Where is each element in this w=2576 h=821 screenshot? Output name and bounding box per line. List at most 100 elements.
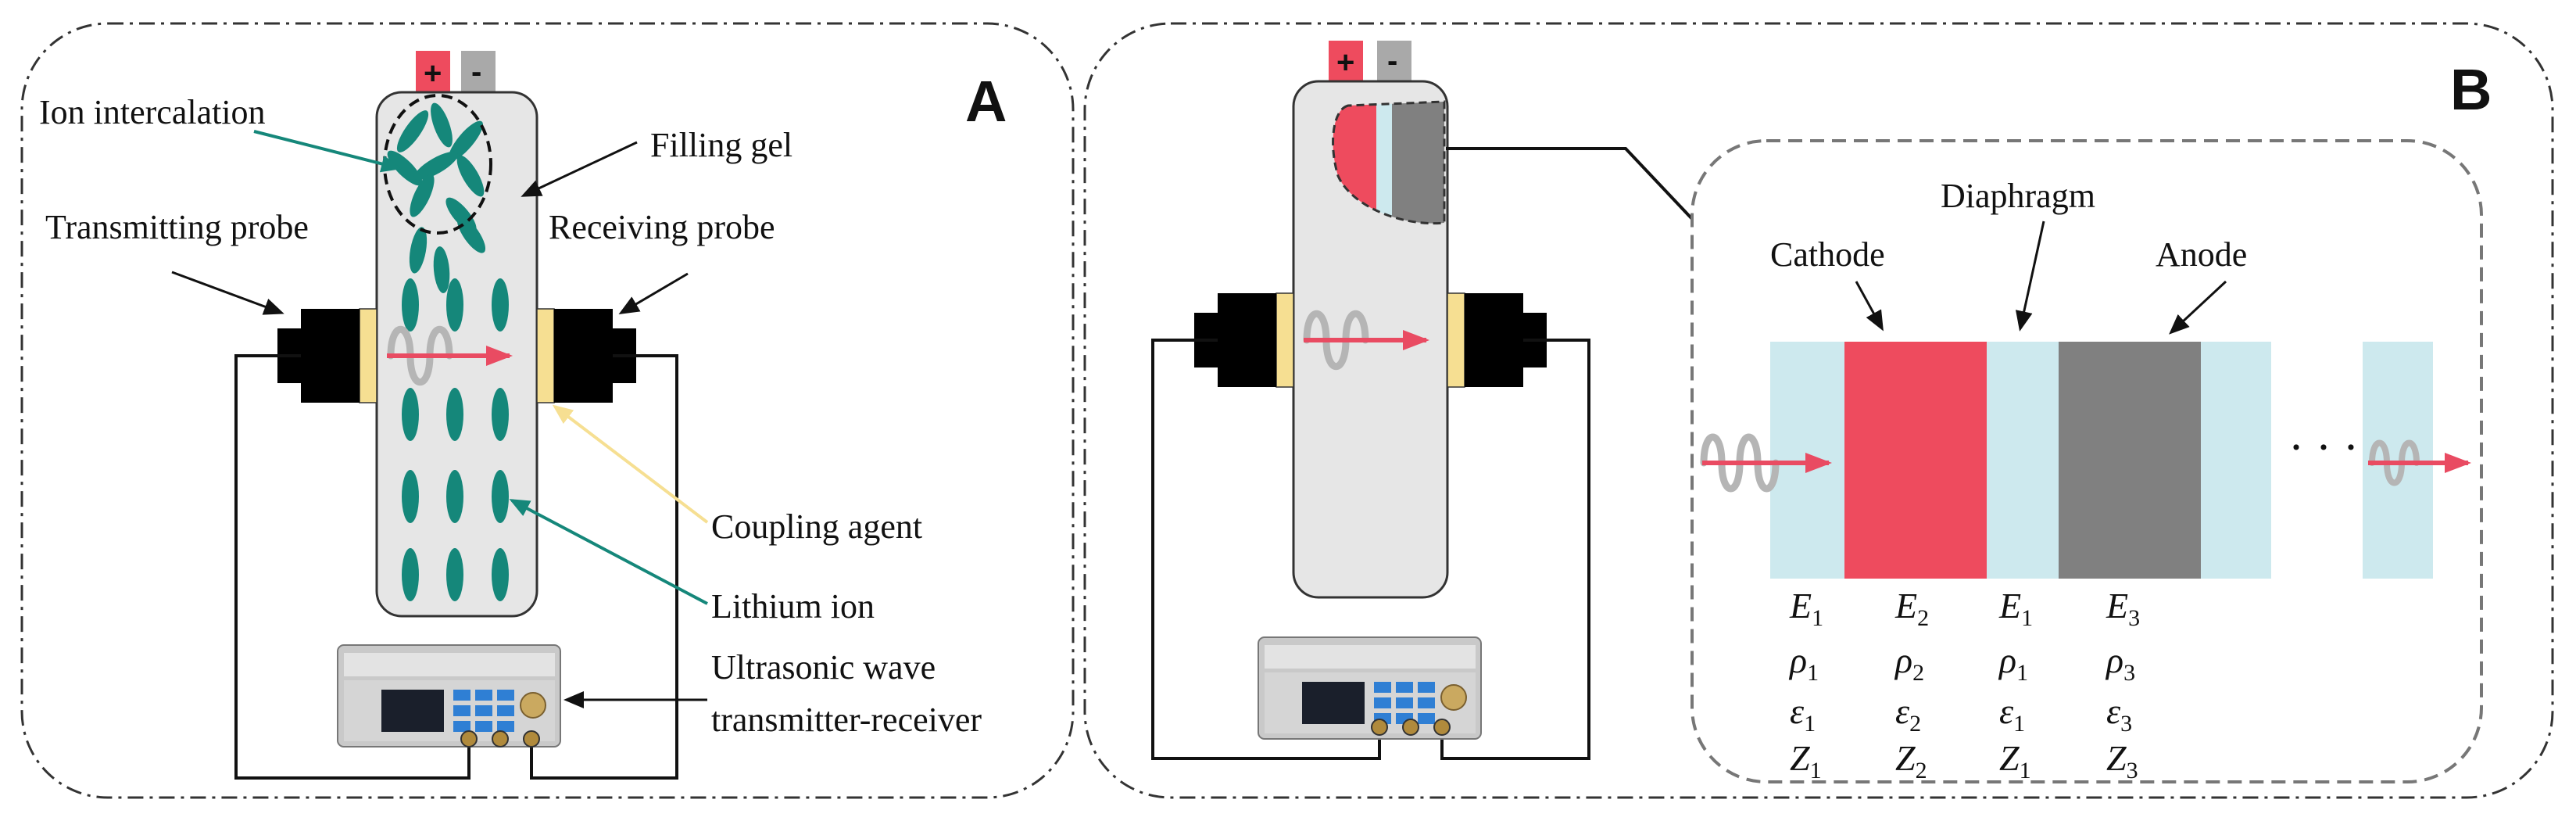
label-cathode: Cathode [1770, 235, 1885, 274]
coupling-agent-right [536, 308, 555, 403]
device-knob [520, 692, 546, 719]
leader-cathode [1855, 281, 1884, 332]
coupling-agent-left [1275, 292, 1294, 388]
device-port [1402, 719, 1419, 736]
battery-layers-cutout [1332, 100, 1446, 225]
panel-b: B + - [1083, 22, 2554, 799]
lithium-ion [449, 120, 483, 161]
leader-lithium-ion [509, 499, 708, 605]
param-e: E2 [1894, 586, 1929, 631]
layer-detail-box [1690, 139, 2483, 783]
lithium-ion [492, 278, 509, 332]
lithium-ion [431, 102, 453, 148]
ultrasonic-wave [1303, 310, 1369, 370]
lithium-ion [492, 388, 509, 441]
ultrasonic-device [337, 644, 561, 748]
anode-layer [2059, 342, 2201, 579]
receiving-probe [554, 309, 636, 403]
panel-a-border [20, 22, 1075, 799]
param-z: Z3 [2106, 738, 2138, 783]
device-keypad [453, 690, 514, 732]
device-knob [1440, 684, 1467, 711]
param-eps: ε2 [1895, 691, 1921, 737]
lithium-ion [456, 155, 485, 197]
leader-filling-gel [521, 141, 638, 197]
connection-wire [1151, 339, 1381, 760]
layer-continuation-ellipsis: · · · [2288, 421, 2359, 473]
negative-terminal [461, 51, 496, 91]
lithium-ion [402, 548, 419, 601]
coupling-agent-right [1447, 292, 1465, 388]
leader-diaphragm [2015, 220, 2045, 332]
layer-parameters: E1 ρ1 ε1 Z1 E2 ρ2 ε2 Z2 E1 ρ1 ε1 Z1 E3 ρ… [1788, 586, 2140, 783]
device-keypad [1374, 682, 1435, 724]
device-port [460, 730, 478, 748]
label-diaphragm: Diaphragm [1941, 177, 2095, 215]
lithium-ion [402, 278, 419, 332]
param-e: E1 [1998, 586, 2033, 631]
panel-b-border [1083, 22, 2554, 799]
connection-wire [1440, 339, 1590, 760]
param-z: Z1 [1790, 738, 1822, 783]
leader-coupling-agent [552, 404, 709, 524]
label-device-line1: Ultrasonic wave [711, 648, 936, 687]
connection-wire [530, 354, 678, 780]
leader-transmitting-probe [171, 271, 284, 315]
label-coupling-agent: Coupling agent [711, 507, 922, 546]
label-device-line2: transmitter-receiver [711, 701, 982, 739]
label-receiving-probe: Receiving probe [549, 208, 775, 246]
negative-terminal [1377, 41, 1411, 81]
leader-receiving-probe [618, 272, 689, 315]
label-ion-intercalation: Ion intercalation [39, 93, 266, 131]
lithium-ion [446, 388, 463, 441]
lithium-ion [446, 278, 463, 332]
negative-terminal-label: - [471, 55, 481, 89]
coupling-agent-left [359, 308, 377, 403]
lithium-ion [409, 227, 428, 274]
lithium-ion [433, 246, 450, 293]
separator-layer [1770, 342, 1844, 579]
leader-anode [2169, 280, 2227, 335]
param-eps: ε3 [2106, 691, 2132, 737]
device-port [1371, 719, 1388, 736]
label-filling-gel: Filling gel [650, 126, 792, 164]
device-screen [1302, 682, 1365, 724]
label-anode: Anode [2156, 235, 2247, 274]
panel-a: A + - [20, 22, 1075, 799]
panel-a-letter: A [965, 69, 1007, 134]
param-eps: ε1 [1790, 691, 1816, 737]
lithium-ion [492, 470, 509, 523]
positive-terminal [416, 51, 450, 91]
param-z: Z2 [1895, 738, 1927, 783]
label-lithium-ion: Lithium ion [711, 587, 875, 626]
lithium-ion [402, 388, 419, 441]
device-port [492, 730, 509, 748]
lithium-ion [446, 548, 463, 601]
zoom-connector [1446, 147, 1694, 220]
lithium-ion [446, 470, 463, 523]
lithium-ion-columns [402, 278, 509, 601]
device-port [523, 730, 540, 748]
lithium-ion [396, 110, 429, 152]
label-transmitting-probe: Transmitting probe [45, 208, 309, 246]
param-rho: ρ2 [1894, 640, 1924, 686]
cathode-layer [1844, 342, 1987, 579]
panel-b-letter: B [2450, 57, 2492, 122]
lithium-ion [456, 216, 486, 253]
positive-terminal-label: + [424, 56, 442, 91]
separator-layer [2201, 342, 2271, 579]
positive-terminal-label: + [1336, 45, 1354, 80]
ultrasonic-device [1258, 636, 1482, 740]
ultrasonic-wave [387, 326, 453, 385]
negative-terminal-label: - [1387, 44, 1397, 78]
lithium-ion [413, 151, 459, 181]
transmitting-probe [277, 309, 360, 403]
param-z: Z1 [1999, 738, 2031, 783]
separator-layer [1987, 342, 2059, 579]
param-rho: ρ3 [2105, 640, 2135, 686]
lithium-ion [402, 470, 419, 523]
positive-terminal [1329, 41, 1363, 81]
lithium-ion [492, 548, 509, 601]
cutout-outline [1332, 100, 1446, 225]
